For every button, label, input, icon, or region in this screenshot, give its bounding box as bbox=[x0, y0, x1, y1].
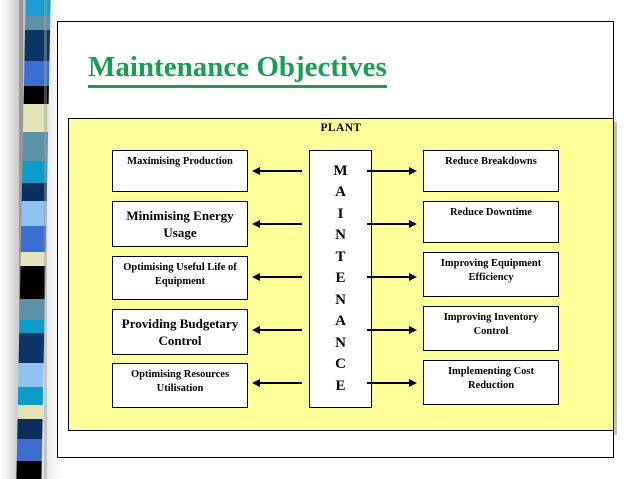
node-label: Minimising Energy Usage bbox=[126, 208, 234, 240]
node-label: Improving Equipment Efficiency bbox=[440, 258, 542, 283]
arrow-to-optimising-resources-utilisation bbox=[252, 378, 308, 387]
ribbon-right-shadow bbox=[44, 0, 47, 479]
node-optimising-resources-utilisation[interactable]: Optimising Resources Utilisation bbox=[112, 363, 248, 408]
ribbon-block-9 bbox=[21, 201, 47, 227]
arrow-to-optimising-useful-life bbox=[252, 272, 308, 281]
node-label: Reduce Breakdowns bbox=[445, 156, 537, 167]
arrow-shaft bbox=[258, 170, 302, 172]
node-minimising-energy-usage[interactable]: Minimising Energy Usage bbox=[112, 201, 248, 247]
node-reduce-downtime[interactable]: Reduce Downtime bbox=[423, 201, 559, 243]
arrow-to-minimising-energy-usage bbox=[252, 219, 308, 228]
ribbon-block-11 bbox=[20, 252, 46, 267]
arrow-shaft bbox=[258, 329, 302, 331]
maintenance-letter-0: M bbox=[333, 162, 348, 179]
maintenance-letter-10: E bbox=[335, 377, 346, 394]
maintenance-letter-2: I bbox=[337, 205, 344, 222]
node-label: Optimising Useful Life of Equipment bbox=[123, 262, 237, 287]
maintenance-letter-9: C bbox=[335, 356, 346, 373]
arrow-head-left-icon bbox=[252, 166, 260, 175]
arrow-shaft bbox=[258, 276, 302, 278]
arrow-shaft bbox=[367, 329, 411, 331]
maintenance-letter-4: T bbox=[335, 248, 346, 265]
node-providing-budgetary-control[interactable]: Providing Budgetary Control bbox=[112, 309, 248, 355]
arrow-shaft bbox=[367, 223, 411, 225]
ribbon-block-13 bbox=[19, 298, 45, 321]
node-label: Optimising Resources Utilisation bbox=[130, 369, 230, 394]
arrow-head-left-icon bbox=[252, 378, 260, 387]
arrow-head-right-icon bbox=[409, 378, 417, 387]
ribbon-block-19 bbox=[17, 419, 43, 440]
arrow-shaft bbox=[367, 170, 411, 172]
ribbon-block-10 bbox=[20, 226, 47, 253]
node-reduce-breakdowns[interactable]: Reduce Breakdowns bbox=[423, 150, 559, 192]
arrow-head-right-icon bbox=[409, 219, 417, 228]
maintenance-letter-6: N bbox=[335, 291, 346, 308]
arrow-head-right-icon bbox=[409, 272, 417, 281]
arrow-shaft bbox=[367, 382, 411, 384]
node-implementing-cost-reduction[interactable]: Implementing Cost Reduction bbox=[423, 360, 559, 405]
node-label: Providing Budgetary Control bbox=[121, 316, 239, 348]
ribbon-block-21 bbox=[16, 460, 42, 479]
maintenance-letter-8: N bbox=[335, 334, 346, 351]
node-label: Improving Inventory Control bbox=[443, 312, 539, 337]
arrow-to-improving-equipment-efficiency bbox=[361, 272, 417, 281]
ribbon-block-12 bbox=[19, 266, 46, 299]
decorative-ribbon bbox=[0, 0, 66, 479]
arrow-to-maximising-production bbox=[252, 166, 308, 175]
arrow-head-left-icon bbox=[252, 219, 260, 228]
ribbon-block-16 bbox=[18, 363, 44, 387]
maintenance-letter-1: A bbox=[335, 184, 346, 201]
ribbon-block-14 bbox=[19, 320, 45, 333]
ribbon-block-20 bbox=[16, 439, 43, 461]
ribbon-block-15 bbox=[18, 332, 45, 364]
arrow-to-providing-budgetary-control bbox=[252, 325, 308, 334]
ribbon-block-17 bbox=[17, 386, 44, 406]
maintenance-letter-7: A bbox=[335, 313, 346, 330]
node-optimising-useful-life[interactable]: Optimising Useful Life of Equipment bbox=[112, 256, 248, 300]
node-label: Reduce Downtime bbox=[450, 207, 532, 218]
arrow-to-improving-inventory-control bbox=[361, 325, 417, 334]
arrow-shaft bbox=[258, 223, 302, 225]
node-improving-equipment-efficiency[interactable]: Improving Equipment Efficiency bbox=[423, 252, 559, 297]
arrow-head-right-icon bbox=[409, 166, 417, 175]
diagram-panel: PLANT Maximising Production Minimising E… bbox=[68, 118, 617, 435]
page-title: Maintenance Objectives bbox=[88, 50, 387, 88]
arrow-to-reduce-breakdowns bbox=[361, 166, 417, 175]
arrow-head-right-icon bbox=[409, 325, 417, 334]
arrow-shaft bbox=[367, 276, 411, 278]
arrow-to-implementing-cost-reduction bbox=[361, 378, 417, 387]
node-label: Maximising Production bbox=[127, 156, 233, 167]
ribbon-block-18 bbox=[17, 405, 43, 419]
node-label: Implementing Cost Reduction bbox=[447, 366, 535, 391]
arrow-head-left-icon bbox=[252, 325, 260, 334]
maintenance-letter-5: E bbox=[335, 270, 346, 287]
maintenance-letter-3: N bbox=[335, 227, 346, 244]
plant-label: PLANT bbox=[320, 122, 362, 134]
node-improving-inventory-control[interactable]: Improving Inventory Control bbox=[423, 306, 559, 351]
node-maximising-production[interactable]: Maximising Production bbox=[112, 150, 248, 192]
arrow-shaft bbox=[258, 382, 302, 384]
arrow-to-reduce-downtime bbox=[361, 219, 417, 228]
arrow-head-left-icon bbox=[252, 272, 260, 281]
